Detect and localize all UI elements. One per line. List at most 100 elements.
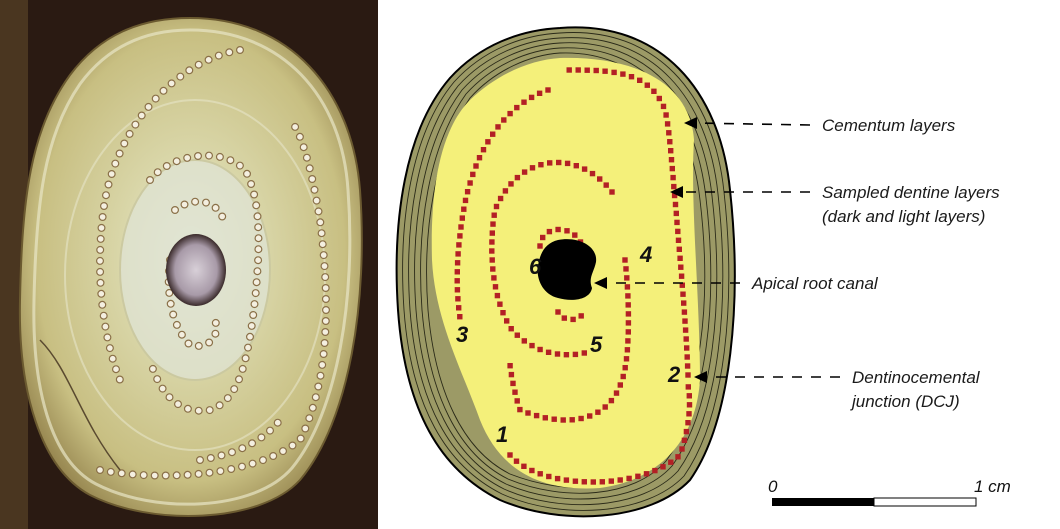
sampled-dentine-label-1: Sampled dentine layers: [822, 183, 1000, 202]
transect-2-4-dot: [651, 89, 656, 94]
photo-hole: [247, 333, 254, 340]
transect-1-2-dot: [609, 478, 614, 483]
transect-5-outer-dot: [597, 176, 602, 181]
transect-4-inner-dot: [561, 417, 566, 422]
transect-5-outer-dot: [497, 302, 502, 307]
transect-3-dot: [537, 91, 542, 96]
photo-hole: [151, 472, 158, 479]
photo-hole: [100, 312, 107, 319]
photo-hole: [317, 372, 324, 379]
transect-4-inner-dot: [621, 374, 626, 379]
transect-4-inner-dot: [570, 417, 575, 422]
transect-4-inner-dot: [626, 311, 631, 316]
photo-hole: [253, 279, 260, 286]
photo-hole: [228, 466, 235, 473]
transect-4-inner-dot: [510, 381, 515, 386]
photo-hole: [315, 208, 322, 215]
photo-hole: [167, 300, 174, 307]
transect-5-outer-dot: [489, 239, 494, 244]
photo-hole: [185, 340, 192, 347]
photo-hole: [224, 395, 231, 402]
transect-4-inner-dot: [625, 347, 630, 352]
photo-hole: [179, 331, 186, 338]
photo-hole: [186, 67, 193, 74]
transect-2-4-dot: [637, 78, 642, 83]
transect-2-4-dot: [683, 327, 688, 332]
photo-hole: [185, 405, 192, 412]
transect-2-4-dot: [666, 130, 671, 135]
transect-5-inner-dot: [570, 317, 575, 322]
transect-5-outer-dot: [564, 352, 569, 357]
transect-1-2-dot: [660, 464, 665, 469]
photo-hole: [227, 157, 234, 164]
transect-5-outer-dot: [493, 284, 498, 289]
transect-2-4-dot: [676, 238, 681, 243]
transect-5-outer-dot: [574, 163, 579, 168]
transect-2-4-dot: [682, 309, 687, 314]
transect-5-outer-dot: [604, 182, 609, 187]
photo-hole: [177, 73, 184, 80]
transect-4-inner-dot: [625, 338, 630, 343]
photo-root-canal: [166, 234, 226, 306]
photo-hole: [239, 445, 246, 452]
photo-hole: [249, 460, 256, 467]
photo-hole: [195, 153, 202, 160]
transect-1-2-dot: [591, 479, 596, 484]
photo-hole: [309, 176, 316, 183]
transect-5-outer-dot: [522, 338, 527, 343]
transect-2-4-dot: [678, 265, 683, 270]
photo-hole: [163, 163, 170, 170]
photo-hole: [319, 241, 326, 248]
transect-5-outer-dot: [490, 221, 495, 226]
transect-5-outer-dot: [492, 213, 497, 218]
photo-hole: [323, 296, 330, 303]
photo-hole: [244, 170, 251, 177]
photo-hole: [97, 236, 104, 243]
photo-hole: [320, 252, 327, 259]
transect-1-2-dot: [652, 468, 657, 473]
photo-hole: [170, 311, 177, 318]
photo-hole: [237, 47, 244, 54]
photo-hole: [138, 112, 145, 119]
transect-1-2-dot: [687, 402, 692, 407]
photo-hole: [195, 471, 202, 478]
photo-hole: [181, 201, 188, 208]
transect-1-2-dot: [538, 471, 543, 476]
photo-hole: [107, 469, 114, 476]
transect-2-4-dot: [682, 318, 687, 323]
transect-5-outer-dot: [555, 351, 560, 356]
photo-hole: [150, 366, 157, 373]
transect-5-outer-dot: [495, 293, 500, 298]
transect-4-inner-dot: [625, 293, 630, 298]
transect-2-4-dot: [679, 274, 684, 279]
transect-1-2-dot: [618, 477, 623, 482]
photo-hole: [248, 323, 255, 330]
transect-6-dot: [555, 227, 560, 232]
photo-hole: [166, 394, 173, 401]
scale-bar-end-label: 1 cm: [974, 477, 1011, 496]
photo-hole: [304, 154, 311, 161]
photo-hole: [219, 213, 226, 220]
photo-hole: [175, 401, 182, 408]
transect-1-2-dot: [507, 452, 512, 457]
transect-3-dot: [456, 242, 461, 247]
callout-dcj: Dentinocemental junction (DCJ): [694, 368, 981, 411]
transect-3-dot: [545, 87, 550, 92]
transect-2-4-dot: [675, 229, 680, 234]
photo-hole: [172, 207, 179, 214]
transect-4-inner-dot: [509, 372, 514, 377]
transect-5-outer-dot: [590, 171, 595, 176]
transect-2-4-dot: [670, 166, 675, 171]
transect-6-dot: [572, 232, 577, 237]
photo-hole: [101, 203, 108, 210]
photo-hole: [145, 104, 152, 111]
transect-4-inner-dot: [595, 410, 600, 415]
transect-3-dot: [455, 251, 460, 256]
transect-4-inner-dot: [507, 363, 512, 368]
photo-hole: [195, 343, 202, 350]
transect-5-outer-dot: [490, 257, 495, 262]
photo-hole: [319, 362, 326, 369]
transect-2-4-dot: [681, 300, 686, 305]
photo-hole: [147, 177, 154, 184]
transect-3-dot: [455, 260, 460, 265]
